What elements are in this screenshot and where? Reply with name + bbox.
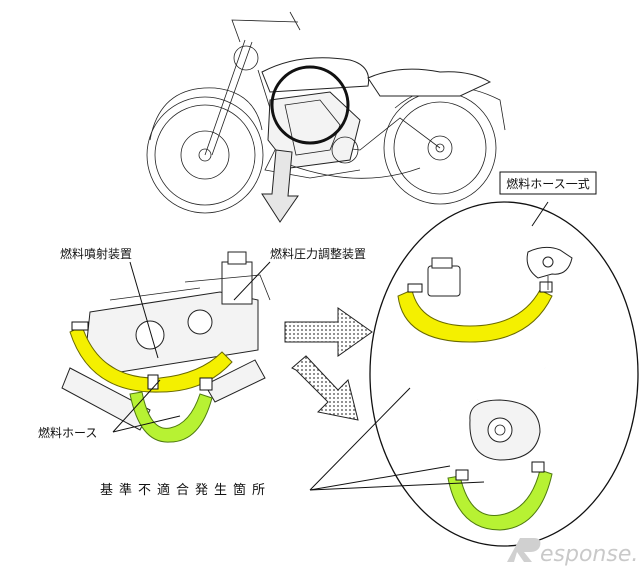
throttle-body-detail — [61, 251, 271, 443]
label-fuel-hose-assembly: 燃料ホース一式 — [506, 176, 589, 191]
watermark-text: esponse. — [540, 542, 638, 566]
upper-hose-part — [397, 246, 573, 343]
label-fuel-pressure-regulator: 燃料圧力調整装置 — [270, 246, 366, 261]
label-fuel-hose: 燃料ホース — [38, 425, 97, 440]
fuel-hose-upper — [397, 289, 553, 343]
fuel-hose-green — [129, 391, 213, 443]
label-fuel-hose-assembly-box: 燃料ホース一式 — [499, 171, 597, 195]
response-logo-icon — [507, 538, 541, 562]
lower-hose-part — [439, 364, 553, 531]
direction-arrows — [284, 307, 373, 421]
motorcycle-illustration — [146, 11, 506, 223]
fuel-hose-lower — [447, 469, 553, 531]
label-fuel-injection-device: 燃料噴射装置 — [60, 246, 132, 261]
response-watermark: esponse. — [507, 538, 638, 566]
fuel-hose-yellow — [69, 325, 233, 393]
fuel-hose-set-callout — [369, 201, 639, 547]
label-nonconformity-location: 基準不適合発生箇所 — [100, 482, 271, 498]
leader-lines — [112, 201, 549, 491]
